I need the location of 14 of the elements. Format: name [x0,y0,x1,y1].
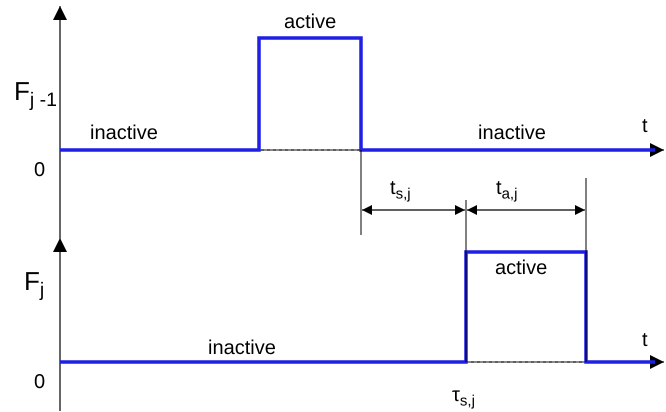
state-label: inactive [90,123,158,143]
axis-label: t [642,116,648,136]
state-label: active [284,12,336,32]
dimension-label: t$_{a,j}$ [496,178,518,202]
axis-label: t [642,330,648,350]
axis-label: 0 [34,160,46,180]
axis-label: τ$_{s,j}$ [452,385,475,408]
axis-label: F$_{j -1}$ [14,78,57,110]
state-label: active [495,258,548,278]
dimension-label: t$_{s,j}$ [390,178,411,202]
state-label: inactive [208,338,276,358]
axis-label: 0 [34,372,46,392]
state-label: inactive [478,123,546,143]
axis-label: F$_{j}$ [24,268,44,300]
